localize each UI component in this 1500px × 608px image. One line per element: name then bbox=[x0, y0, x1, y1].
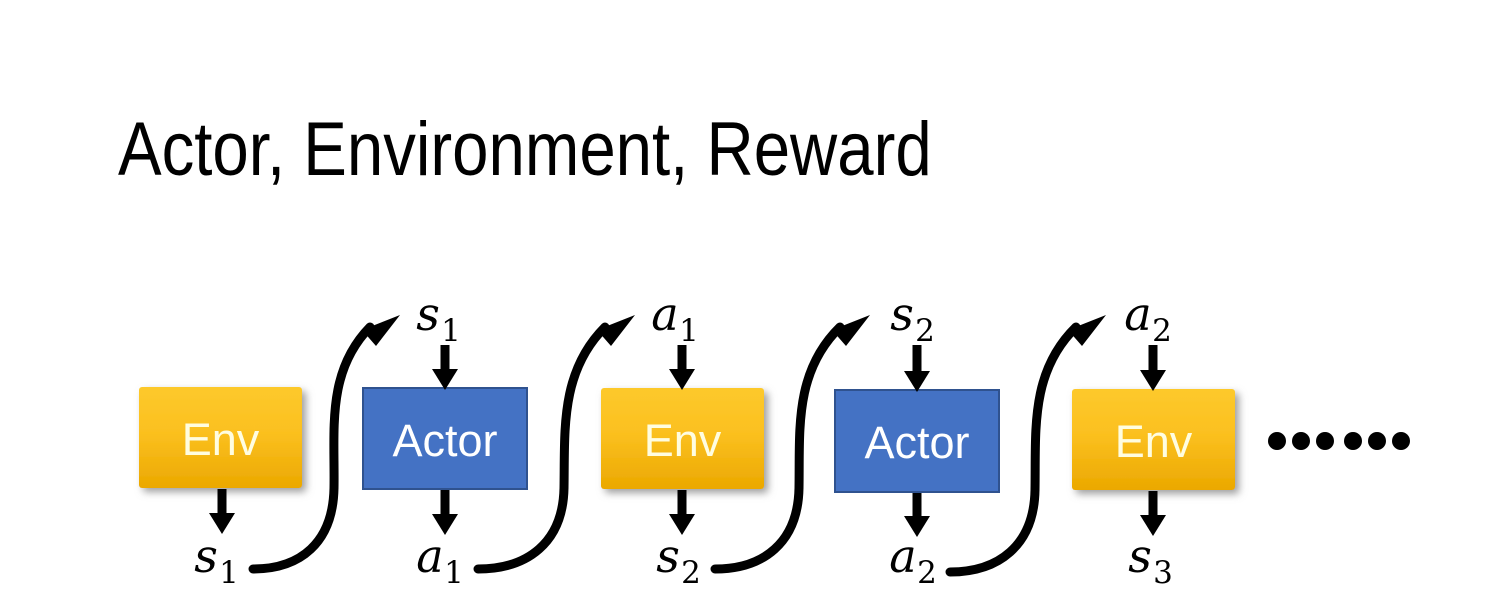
label-bottom-a1-sub: 1 bbox=[444, 555, 464, 591]
label-bottom-s2-base: s bbox=[656, 529, 680, 583]
connector-s1-to-actor-1 bbox=[248, 315, 400, 574]
arrow-down-out-of-env-2 bbox=[669, 490, 695, 535]
connector-a1-to-env-2 bbox=[473, 315, 635, 574]
env-box-1-label: Env bbox=[182, 414, 260, 465]
actor-box-1[interactable] bbox=[362, 387, 528, 490]
node-actor-1[interactable]: Actor bbox=[362, 387, 528, 490]
label-bottom-s1: s 1 bbox=[194, 529, 239, 591]
arrow-down-into-env-3 bbox=[1140, 345, 1166, 391]
actor-box-1-label: Actor bbox=[392, 415, 497, 466]
arrow-down-out-of-env-1 bbox=[209, 489, 235, 534]
env-box-3[interactable] bbox=[1072, 389, 1235, 490]
env-box-1[interactable] bbox=[139, 387, 302, 488]
env-box-2-label: Env bbox=[644, 415, 722, 466]
label-bottom-s3-base: s bbox=[1128, 529, 1152, 583]
label-bottom-s3: s 3 bbox=[1128, 529, 1173, 591]
env-box-3-label: Env bbox=[1115, 416, 1193, 467]
ellipsis-continuation bbox=[1268, 432, 1410, 450]
label-top-s1: s 1 bbox=[416, 287, 461, 349]
label-bottom-s2-sub: 2 bbox=[681, 555, 701, 591]
connector-s2-to-actor-2 bbox=[710, 315, 870, 574]
label-top-a2-sub: 2 bbox=[1152, 313, 1172, 349]
arrow-down-out-of-actor-1 bbox=[432, 490, 458, 535]
label-bottom-a1: a 1 bbox=[416, 529, 464, 591]
label-bottom-s2: s 2 bbox=[656, 529, 701, 591]
actor-box-2[interactable] bbox=[834, 389, 1000, 493]
label-top-a2: a 2 bbox=[1124, 287, 1172, 349]
label-top-a1-base: a bbox=[651, 287, 678, 341]
label-bottom-a2-sub: 2 bbox=[917, 555, 937, 591]
page-title: Actor, Environment, Reward bbox=[118, 107, 932, 192]
node-env-3[interactable]: Env bbox=[1072, 389, 1235, 490]
label-top-s2-sub: 2 bbox=[915, 313, 935, 349]
arrow-down-into-env-2 bbox=[669, 345, 695, 390]
label-bottom-a2: a 2 bbox=[889, 529, 937, 591]
label-bottom-s3-sub: 3 bbox=[1153, 555, 1173, 591]
arrow-down-into-actor-1 bbox=[432, 345, 458, 390]
label-top-a1: a 1 bbox=[651, 287, 699, 349]
label-top-s2-base: s bbox=[890, 287, 914, 341]
arrow-down-out-of-env-3 bbox=[1140, 491, 1166, 536]
arrow-down-into-actor-2 bbox=[904, 345, 930, 392]
label-top-s2: s 2 bbox=[890, 287, 935, 349]
label-top-s1-base: s bbox=[416, 287, 440, 341]
label-top-s1-sub: 1 bbox=[441, 313, 461, 349]
label-bottom-s1-sub: 1 bbox=[219, 555, 239, 591]
label-bottom-a1-base: a bbox=[416, 529, 443, 583]
env-box-2[interactable] bbox=[601, 388, 764, 489]
label-bottom-s1-base: s bbox=[194, 529, 218, 583]
connector-a2-to-env-3 bbox=[945, 315, 1106, 577]
node-actor-2[interactable]: Actor bbox=[834, 389, 1000, 493]
actor-box-2-label: Actor bbox=[864, 417, 969, 468]
label-top-a1-sub: 1 bbox=[679, 313, 699, 349]
label-bottom-a2-base: a bbox=[889, 529, 916, 583]
label-top-a2-base: a bbox=[1124, 287, 1151, 341]
node-env-1[interactable]: Env bbox=[139, 387, 302, 488]
arrow-down-out-of-actor-2 bbox=[904, 493, 930, 537]
node-env-2[interactable]: Env bbox=[601, 388, 764, 489]
